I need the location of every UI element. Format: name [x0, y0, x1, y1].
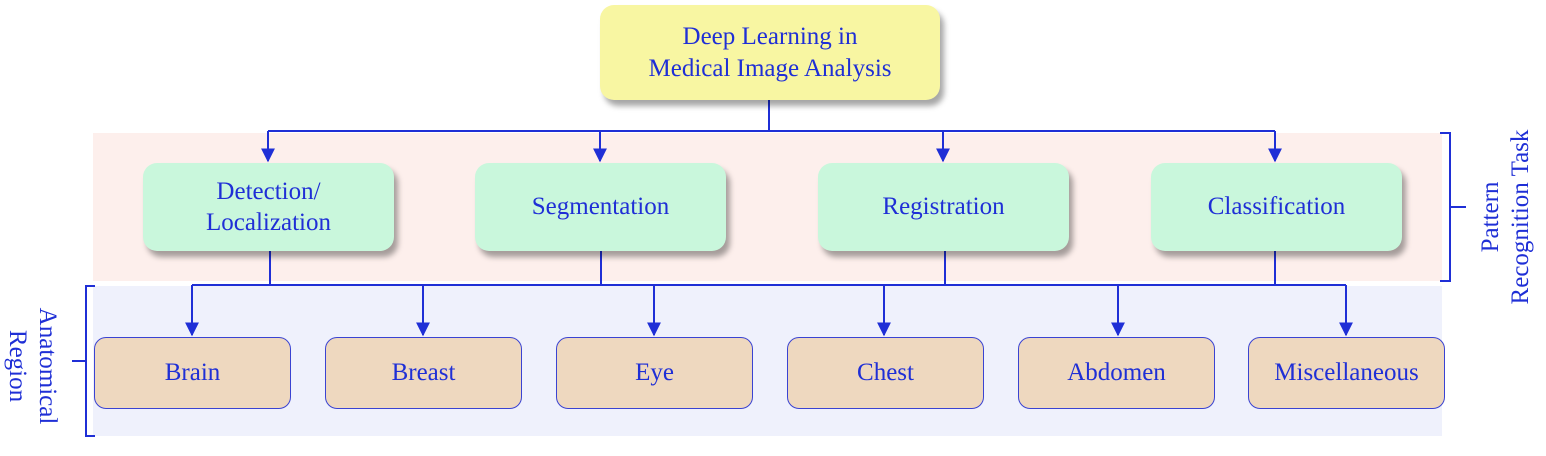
region-label: Abdomen: [1067, 359, 1166, 387]
anatomical-region-band: [93, 286, 1442, 436]
pattern-recognition-task-label: Pattern Recognition Task: [1477, 129, 1534, 305]
task-node-classification: Classification: [1151, 163, 1402, 251]
region-label: Miscellaneous: [1274, 359, 1419, 387]
region-node-breast: Breast: [325, 337, 522, 409]
region-node-brain: Brain: [94, 337, 291, 409]
region-label: Eye: [635, 359, 674, 387]
task-label: Detection/ Localization: [206, 177, 331, 236]
region-node-chest: Chest: [787, 337, 984, 409]
region-label: Breast: [391, 359, 456, 387]
task-node-registration: Registration: [818, 163, 1069, 251]
hierarchy-diagram: Deep Learning in Medical Image Analysis …: [4, 5, 1534, 437]
anatomical-region-label: Anatomical Region: [4, 307, 61, 425]
region-bracket: [72, 285, 95, 437]
region-label: Chest: [857, 359, 914, 387]
task-label: Classification: [1207, 193, 1346, 221]
region-label: Brain: [164, 359, 221, 387]
root-node: Deep Learning in Medical Image Analysis: [600, 5, 940, 100]
root-label: Deep Learning in Medical Image Analysis: [648, 23, 892, 82]
task-bracket: [1440, 132, 1466, 282]
region-node-abdomen: Abdomen: [1018, 337, 1215, 409]
task-label: Registration: [882, 193, 1005, 221]
task-node-detection: Detection/ Localization: [143, 163, 394, 251]
region-node-eye: Eye: [556, 337, 753, 409]
task-label: Segmentation: [531, 193, 670, 221]
region-node-miscellaneous: Miscellaneous: [1248, 337, 1445, 409]
task-node-segmentation: Segmentation: [475, 163, 726, 251]
connector-lines: [72, 100, 1466, 437]
